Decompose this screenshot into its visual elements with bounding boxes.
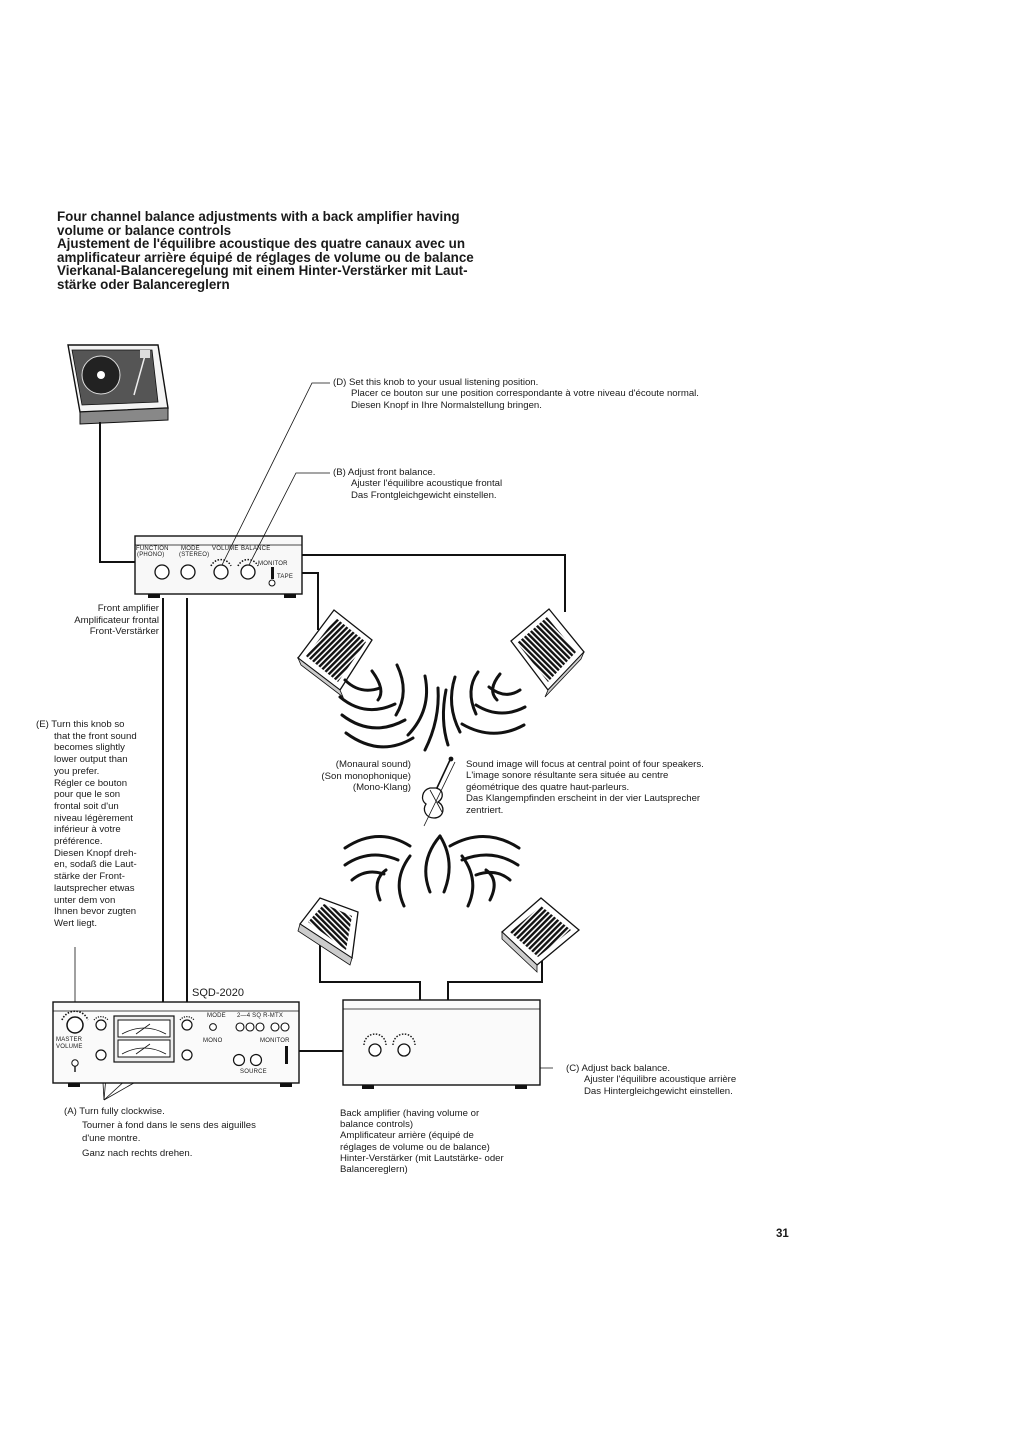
mono-caption: (Monaural sound) (Son monophonique) (Mon… (321, 759, 411, 794)
note-e-en-5: you prefer. (54, 765, 100, 777)
note-e-en-1: (E) Turn this knob so (36, 719, 125, 730)
note-a-fr-2: d'une montre. (82, 1132, 141, 1144)
sound-image-note: Sound image will focus at central point … (466, 759, 704, 816)
note-d: (D) Set this knob to your usual listenin… (333, 377, 699, 411)
turntable (67, 344, 169, 425)
front-amp-function-label: FUNCTION (136, 546, 169, 552)
front-amp-caption-en: Front amplifier (97, 603, 159, 614)
front-amp-phono-label: (PHONO) (137, 552, 165, 558)
heading-de-line2: stärke oder Balancereglern (57, 276, 230, 292)
speaker-back-left (297, 897, 359, 966)
note-e-de-6: Ihnen bevor zugten (54, 906, 137, 918)
note-d-en: (D) Set this knob to your usual listenin… (333, 377, 539, 388)
heading-fr-line2: amplificateur arrière équipé de réglages… (57, 249, 474, 265)
note-b-en: (B) Adjust front balance. (333, 467, 436, 478)
note-e-de-1: Diesen Knopf dreh- (54, 847, 137, 859)
decoder-monitor-label: MONITOR (260, 1038, 290, 1044)
heading-en-line2: volume or balance controls (57, 222, 232, 238)
note-e: (E) Turn this knob so that the front sou… (36, 719, 137, 930)
heading-fr-line1: Ajustement de l'équilibre acoustique des… (57, 236, 465, 252)
mono-caption-de: (Mono-Klang) (352, 782, 411, 794)
note-e-fr-1: Régler ce bouton (54, 777, 128, 789)
back-amp-en-1: Back amplifier (having volume or (340, 1108, 480, 1119)
front-amp-tape-label: TAPE (277, 574, 294, 580)
note-e-fr-2: pour que le son (54, 789, 121, 801)
speaker-front-right (510, 608, 585, 698)
front-amp-balance-label: BALANCE (241, 546, 271, 552)
note-b: (B) Adjust front balance. Ajuster l'équi… (333, 467, 502, 501)
violin-icon (421, 756, 456, 827)
note-c-de: Das Hintergleichgewicht einstellen. (584, 1085, 733, 1097)
note-e-de-7: Wert liegt. (54, 917, 98, 929)
note-c-en: (C) Adjust back balance. (566, 1063, 670, 1074)
decoder-master-label: MASTER (56, 1037, 83, 1043)
front-amp-volume-label: VOLUME (212, 546, 239, 552)
note-e-fr-6: préférence. (54, 836, 103, 848)
sound-waves (338, 663, 527, 908)
note-a-de: Ganz nach rechts drehen. (82, 1148, 193, 1160)
note-e-fr-5: inférieur à votre (54, 824, 121, 836)
section-heading: Four channel balance adjustments with a … (57, 210, 527, 292)
note-b-de: Das Frontgleichgewicht einstellen. (351, 489, 497, 501)
sound-image-de-2: zentriert. (466, 804, 504, 816)
back-amplifier (342, 999, 541, 1089)
speaker-front-left (297, 609, 373, 699)
back-amp-en-2: balance controls) (340, 1119, 414, 1131)
back-amp-de-2: Balancereglern) (340, 1164, 408, 1176)
note-c: (C) Adjust back balance. Ajuster l'équil… (566, 1063, 736, 1097)
note-a-en: (A) Turn fully clockwise. (64, 1106, 165, 1117)
front-amp-mode-label: MODE (181, 546, 200, 552)
note-c-fr: Ajuster l'équilibre acoustique arrière (584, 1074, 737, 1086)
heading-en-line1: Four channel balance adjustments with a … (57, 209, 460, 224)
front-amp-caption-de: Front-Verstärker (89, 626, 159, 638)
back-amp-fr-1: Amplificateur arrière (équipé de (340, 1130, 474, 1142)
sound-image-fr-2: géométrique des quatre haut-parleurs. (466, 781, 630, 793)
decoder-source-label: SOURCE (240, 1069, 267, 1075)
sound-image-de-1: Das Klangempfinden erscheint in der vier… (466, 793, 701, 805)
front-amp-stereo-label: (STEREO) (179, 552, 210, 558)
note-e-en-3: becomes slightly (54, 742, 125, 754)
mono-caption-fr: (Son monophonique) (321, 770, 411, 782)
mono-caption-en: (Monaural sound) (335, 759, 411, 770)
note-e-fr-4: niveau légèrement (54, 812, 133, 824)
note-e-en-2: that the front sound (54, 730, 137, 742)
sound-image-en: Sound image will focus at central point … (466, 759, 704, 770)
speaker-back-right (501, 897, 581, 973)
heading-de-line1: Vierkanal-Balanceregelung mit einem Hint… (57, 263, 468, 279)
decoder-mode-label: MODE (207, 1013, 226, 1019)
note-a: (A) Turn fully clockwise. Tourner à fond… (64, 1106, 256, 1161)
page-number: 31 (776, 1228, 789, 1240)
sound-image-fr-1: L'image sonore résultante sera située au… (466, 770, 669, 782)
front-amp-monitor-label: MONITOR (258, 561, 288, 567)
back-amp-de-1: Hinter-Verstärker (mit Lautstärke- oder (340, 1152, 504, 1164)
back-amp-fr-2: réglages de volume ou de balance) (340, 1141, 490, 1153)
note-d-fr: Placer ce bouton sur une position corres… (351, 388, 699, 400)
note-e-en-4: lower output than (54, 754, 128, 766)
decoder-mono-label: MONO (203, 1038, 223, 1044)
sqd-decoder (52, 1001, 300, 1087)
front-amp-caption: Front amplifier Amplificateur frontal Fr… (74, 603, 159, 638)
note-e-de-3: stärke der Front- (54, 871, 125, 883)
decoder-model-label: SQD-2020 (192, 987, 244, 999)
note-e-de-5: unter dem von (54, 894, 116, 906)
note-a-fr-1: Tourner à fond dans le sens des aiguille… (82, 1120, 256, 1132)
note-e-de-2: en, sodaß die Laut- (54, 859, 137, 871)
decoder-volume-label: VOLUME (56, 1044, 83, 1050)
note-d-de: Diesen Knopf in Ihre Normalstellung brin… (351, 399, 542, 411)
back-amp-caption: Back amplifier (having volume or balance… (340, 1108, 504, 1175)
decoder-modes-label: 2—4 SQ R-MTX (237, 1013, 284, 1019)
note-e-de-4: lautsprecher etwas (54, 882, 135, 894)
note-b-fr: Ajuster l'équilibre acoustique frontal (351, 478, 503, 490)
cables (99, 422, 566, 1052)
note-e-fr-3: frontal soit d'un (54, 800, 119, 812)
front-amp-caption-fr: Amplificateur frontal (74, 614, 159, 626)
front-amplifier (134, 535, 303, 598)
